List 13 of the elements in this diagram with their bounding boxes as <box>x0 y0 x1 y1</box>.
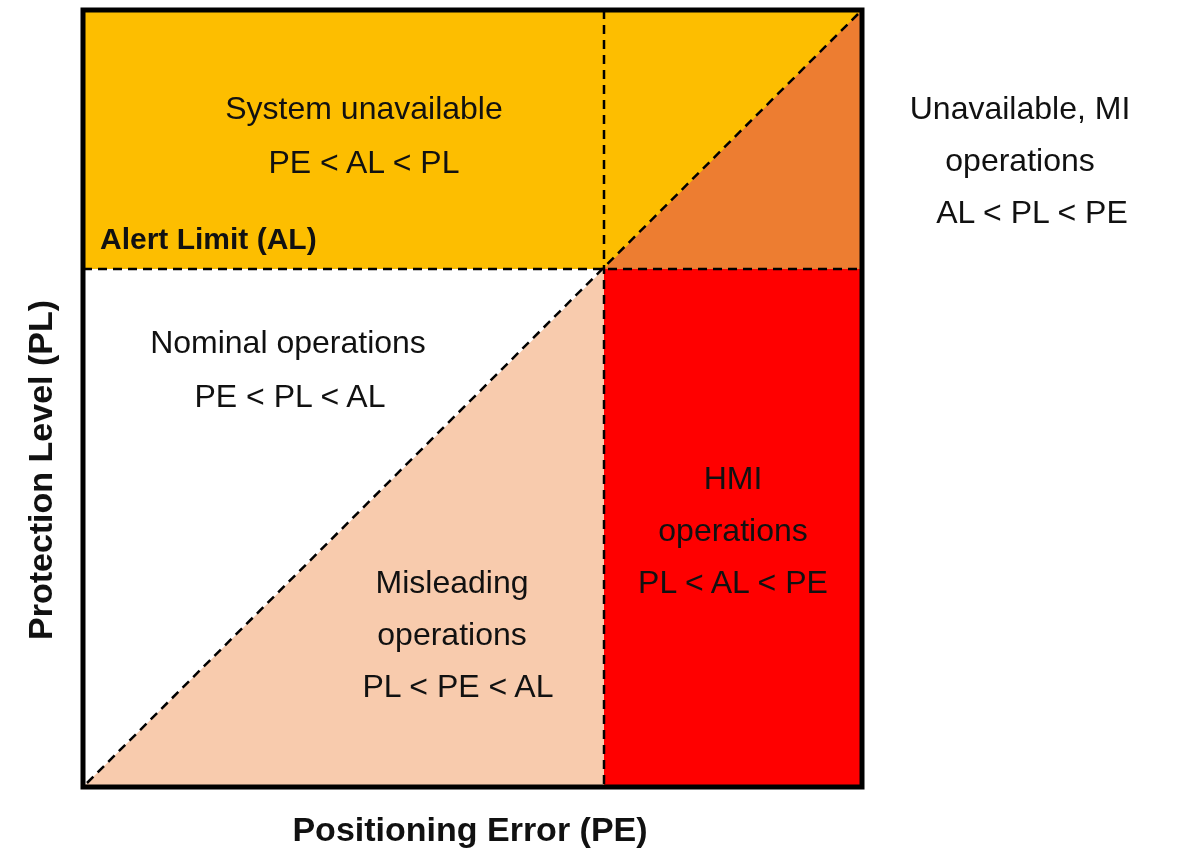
region-label: Unavailable, MI operations <box>908 89 1132 180</box>
axis-title: Positioning Error (PE) <box>291 809 649 850</box>
region-label: Nominal operations <box>149 323 427 362</box>
inequality-text: PL < PE < AL <box>361 667 555 706</box>
inequality-text: PE < PL < AL <box>193 377 387 416</box>
inequality-text: PL < AL < PE <box>637 563 829 602</box>
axis-title: Protection Level (PL) <box>20 298 60 643</box>
threshold-label: Alert Limit (AL) <box>100 221 318 257</box>
region-label: Misleading operations <box>374 563 530 654</box>
inequality-text: PE < AL < PL <box>267 143 461 182</box>
region-label: System unavailable <box>224 89 504 128</box>
region-label: HMI operations <box>657 459 809 550</box>
inequality-text: AL < PL < PE <box>935 193 1129 232</box>
